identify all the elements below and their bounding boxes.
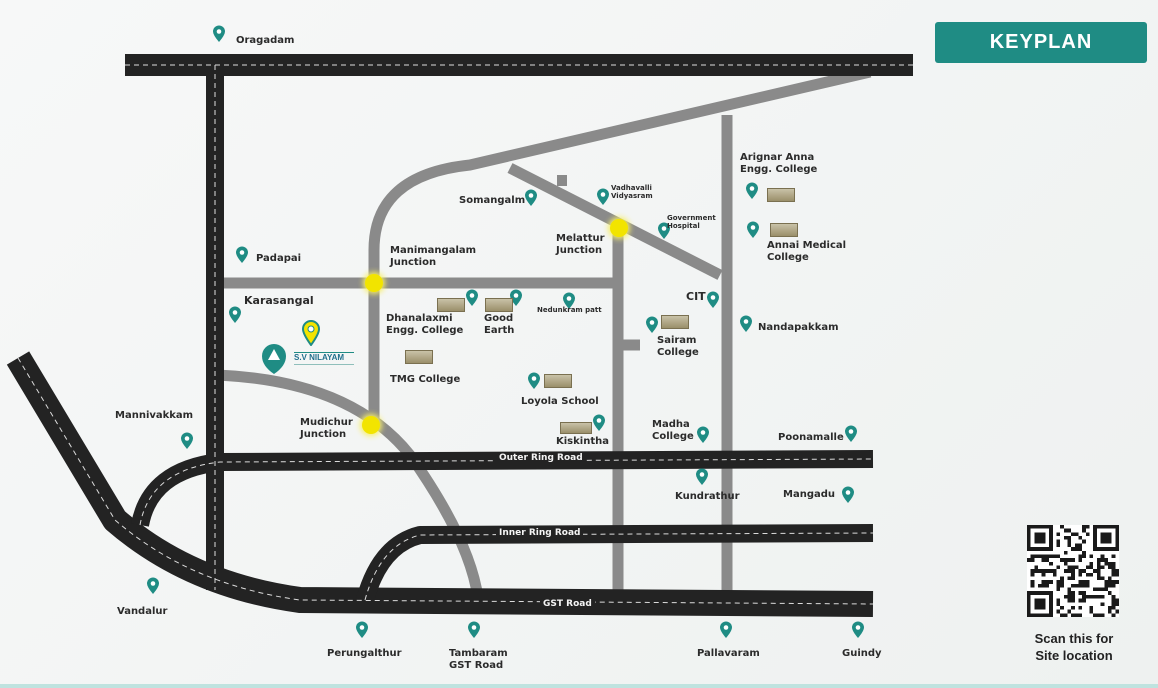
location-pin-icon — [845, 425, 857, 442]
keyplan-title: KEYPLAN — [935, 22, 1147, 63]
location-pin-icon — [747, 221, 759, 238]
site-location-pin-icon — [302, 320, 320, 346]
location-pin-icon — [236, 246, 248, 263]
place-label-perungalthur: Perungalthur — [327, 648, 402, 659]
place-label-dhanalaxmi: Dhanalaxmi Engg. College — [386, 313, 464, 336]
place-label-arignar-anna: Arignar Anna Engg. College — [740, 152, 818, 175]
junction-marker-manimangalam — [365, 274, 383, 292]
location-pin-icon — [525, 189, 537, 206]
place-label-kundrathur: Kundrathur — [675, 491, 740, 502]
location-pin-icon — [229, 306, 241, 323]
building-icon — [770, 223, 798, 237]
location-pin-icon — [720, 621, 732, 638]
qr-caption: Scan this for Site location — [1012, 630, 1136, 664]
place-label-manimangalam-junction: Manimangalam Junction — [390, 245, 477, 268]
location-pin-icon — [740, 315, 752, 332]
location-pin-icon — [510, 289, 522, 306]
place-label-tambaram: Tambaram GST Road — [449, 648, 508, 671]
location-pin-icon — [697, 426, 709, 443]
building-icon — [405, 350, 433, 364]
location-pin-icon — [646, 316, 658, 333]
primary-roads — [6, 54, 913, 617]
place-label-oragadam: Oragadam — [236, 35, 295, 46]
place-label-nedunram: Nedunkram patt — [537, 306, 602, 314]
qr-caption-line2: Site location — [1035, 648, 1113, 663]
place-label-mangadu: Mangadu — [783, 489, 836, 500]
place-label-somangalm: Somangalm — [459, 195, 526, 206]
place-label-sairam: Sairam College — [657, 335, 699, 358]
location-pin-icon — [842, 486, 854, 503]
place-label-annai-medical: Annai Medical College — [767, 240, 847, 263]
secondary-roads — [214, 66, 872, 599]
qr-caption-line1: Scan this for — [1034, 631, 1114, 646]
road-mudichur-tambaram — [214, 369, 484, 599]
road-manimangalam-curve — [368, 66, 872, 283]
location-pin-icon — [746, 182, 758, 199]
building-icon — [544, 374, 572, 388]
location-pin-icon — [658, 222, 670, 239]
location-pin-icon — [696, 468, 708, 485]
place-label-vadhavalli: Vadhavalli Vidyasram — [611, 184, 653, 200]
road-center-lines — [17, 64, 913, 605]
place-label-govt-hospital: Government Hospital — [667, 214, 716, 230]
location-pin-icon — [147, 577, 159, 594]
brand-name: S.V NILAYAM — [294, 353, 345, 362]
gst-road-label: GST Road — [540, 599, 595, 610]
place-label-guindy: Guindy — [842, 648, 882, 659]
place-label-madha: Madha College — [652, 419, 694, 442]
location-pin-icon — [707, 291, 719, 308]
road-outer-ring — [131, 450, 874, 528]
outer-ring-road-label: Outer Ring Road — [496, 453, 586, 464]
building-icon — [560, 422, 592, 434]
place-label-good-earth: Good Earth — [484, 313, 515, 336]
place-label-tmg-college: TMG College — [390, 374, 461, 385]
place-label-cit: CIT — [686, 290, 706, 303]
place-label-padapai: Padapai — [256, 253, 302, 264]
location-pin-icon — [181, 432, 193, 449]
svnilayam-logo-icon — [262, 344, 354, 374]
project-logo: S.V NILAYAM — [258, 340, 368, 376]
place-label-melattur-junction: Melattur Junction — [556, 233, 605, 256]
place-label-mudichur-junction: Mudichur Junction — [300, 417, 353, 440]
place-label-kiskintha: Kiskintha — [556, 436, 609, 447]
place-label-pallavaram: Pallavaram — [697, 648, 760, 659]
place-label-vandalur: Vandalur — [117, 606, 168, 617]
junction-marker-melattur — [610, 219, 628, 237]
inner-ring-road-label: Inner Ring Road — [496, 528, 584, 539]
location-pin-icon — [852, 621, 864, 638]
location-pin-icon — [356, 621, 368, 638]
qr-code[interactable] — [1027, 525, 1119, 617]
place-label-loyola: Loyola School — [521, 396, 599, 407]
building-icon — [767, 188, 795, 202]
junction-marker-mudichur — [362, 416, 380, 434]
place-label-poonamalle: Poonamalle — [778, 432, 844, 443]
location-pin-icon — [597, 188, 609, 205]
road-gst — [6, 351, 874, 617]
place-label-mannivakkam: Mannivakkam — [115, 410, 194, 421]
location-pin-icon — [213, 25, 225, 42]
building-icon — [661, 315, 689, 329]
location-pin-icon — [593, 414, 605, 431]
location-pin-icon — [563, 292, 575, 309]
location-pin-icon — [466, 289, 478, 306]
location-pin-icon — [468, 621, 480, 638]
location-pin-icon — [528, 372, 540, 389]
place-label-nandapakkam: Nandapakkam — [758, 322, 839, 333]
bottom-accent-bar — [0, 684, 1158, 688]
place-label-karasangal: Karasangal — [244, 294, 314, 307]
building-icon — [485, 298, 513, 312]
building-icon — [437, 298, 465, 312]
